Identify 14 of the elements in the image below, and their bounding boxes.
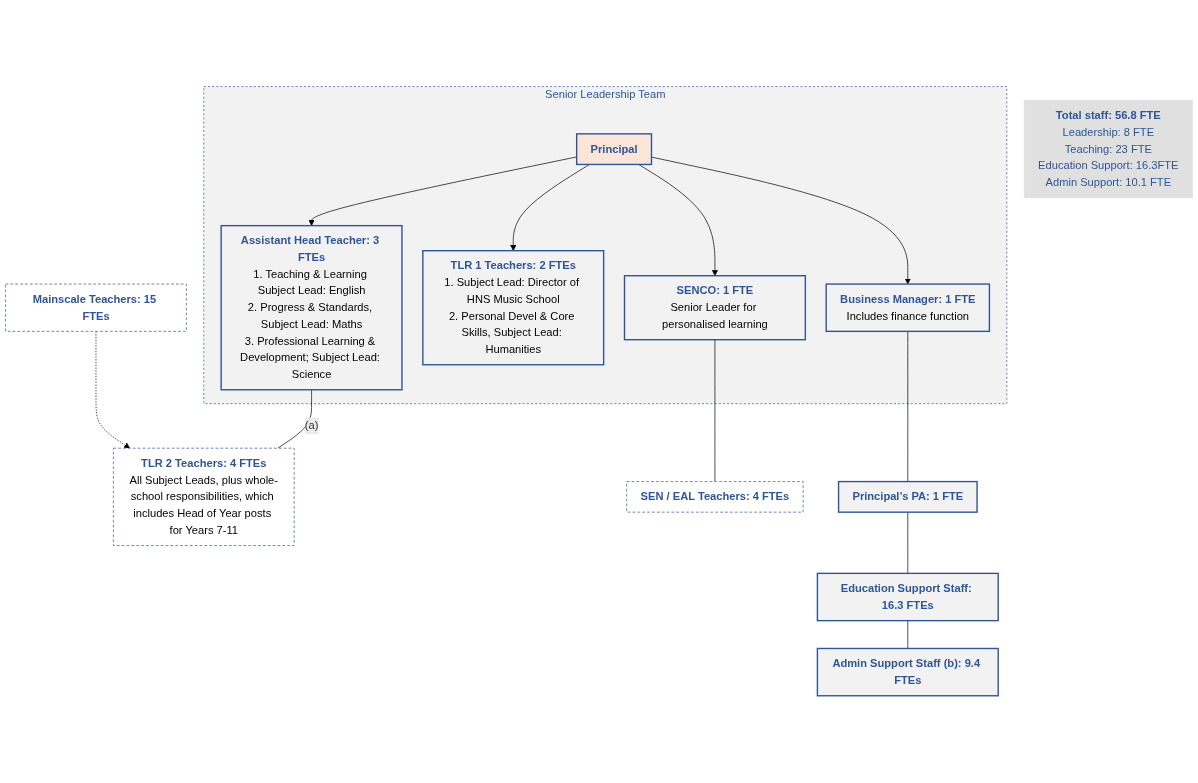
node-box: SEN / EAL Teachers: 4 FTEs (626, 481, 804, 513)
node-box: Mainscale Teachers: 15 FTEs (5, 284, 187, 333)
node-box: SENCO: 1 FTE Senior Leader for personalised learning (623, 275, 807, 341)
node-box: Business Manager: 1 FTE Includes finance function (825, 283, 991, 333)
node-box: Education Support Staff: 16.3 FTEs (816, 573, 999, 622)
node-box: Principal (576, 133, 653, 166)
node-box: Total staff: 56.8 FTE Leadership: 8 FTE Teaching: 23 FTE Education Support: 16.3FTE Admin Support: 10.1 FTE (1023, 100, 1193, 199)
connector (277, 389, 312, 449)
node-box: Assistant Head Teacher: 3 FTEs 1. Teaching & Learning Subject Lead: English 2. Progress & Standards, Subject Lead: Maths 3. Professional Learning & Development; Subject Lead: Science (220, 225, 403, 391)
node-box: Admin Support Staff (b): 9.4 FTEs (816, 648, 999, 697)
edge-label: (a) (304, 420, 319, 432)
node-box: TLR 2 Teachers: 4 FTEs All Subject Leads, plus whole-school responsibilities, which includes Head of Year posts for Years 7-11 (113, 448, 295, 547)
node-box: Principal’s PA: 1 FTE (837, 481, 978, 514)
node-box: TLR 1 Teachers: 2 FTEs 1. Subject Lead: Director of HNS Music School 2. Personal Devel & Core Skills, Subject Lead: Humanities (422, 250, 605, 366)
